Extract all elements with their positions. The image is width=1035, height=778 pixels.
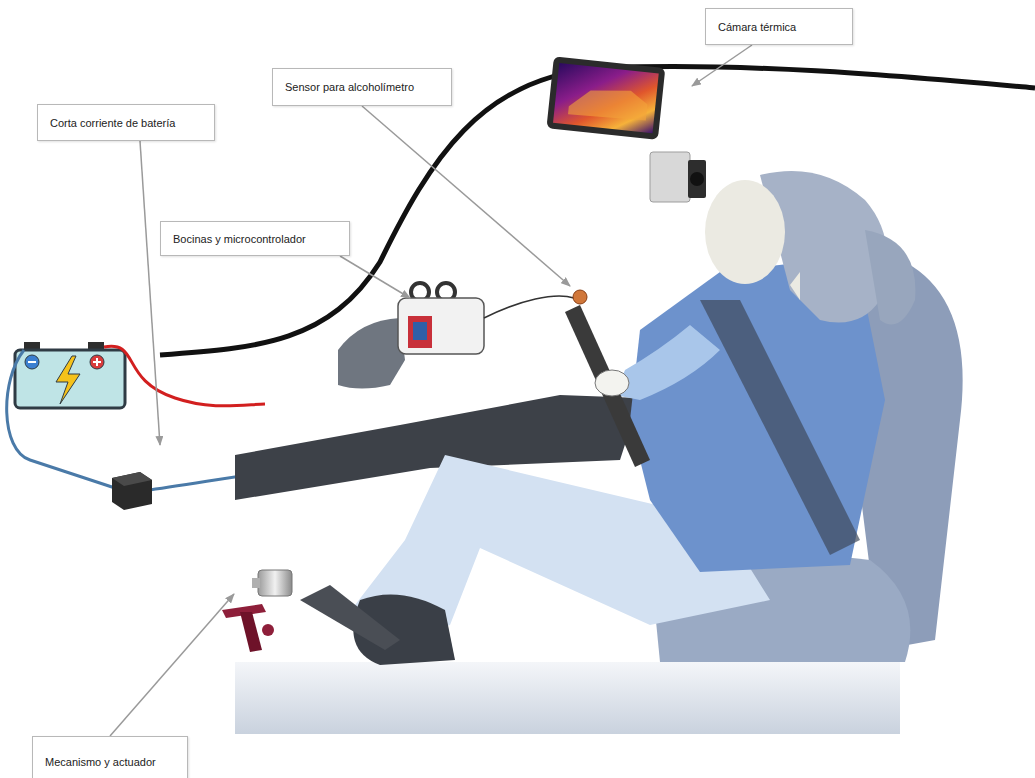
car-floor <box>235 662 900 734</box>
motor-body <box>258 570 292 596</box>
positive-wire <box>104 346 265 406</box>
lightning-bolt <box>56 356 80 404</box>
callout-box: Mecanismo y actuador <box>32 736 188 778</box>
callout-box: Cámara térmica <box>705 8 853 45</box>
relay-symbol <box>112 472 152 510</box>
thermal-image <box>553 63 659 133</box>
leader-line <box>110 594 234 736</box>
callout-text: Cámara térmica <box>718 20 796 34</box>
callout-text: Mecanismo y actuador <box>45 755 156 769</box>
callout-text: Corta corriente de batería <box>50 116 175 130</box>
battery-body <box>15 350 125 408</box>
minus-sign <box>28 361 36 363</box>
module-box <box>398 298 484 354</box>
speaker-controller-module <box>398 283 484 354</box>
callout-text: Bocinas y microcontrolador <box>173 232 306 246</box>
motor-shaft <box>252 578 260 588</box>
leader-lines <box>110 45 752 736</box>
battery-plus <box>90 355 104 369</box>
sensor-wire <box>484 296 574 318</box>
battery-symbol <box>15 342 125 408</box>
dashboard-part <box>338 318 405 389</box>
driver-face <box>705 180 785 284</box>
leader-line <box>340 256 410 298</box>
leader-line <box>692 45 752 86</box>
windshield-line <box>160 67 1035 355</box>
driver-hand <box>595 370 629 396</box>
pedal <box>300 585 400 650</box>
plus-sign <box>96 358 98 366</box>
callout-box: Sensor para alcoholímetro <box>272 68 452 106</box>
relay-body <box>112 472 152 510</box>
driver-arm <box>615 325 720 400</box>
driver-neck <box>790 272 800 300</box>
callout-box: Bocinas y microcontrolador <box>160 221 350 256</box>
leader-line <box>140 141 160 445</box>
callout-text: Sensor para alcoholímetro <box>285 80 414 94</box>
mechanism-nut <box>262 624 274 636</box>
thermal-car-shape <box>568 84 649 122</box>
camera-box <box>650 152 690 202</box>
mechanism-symbol <box>222 604 274 652</box>
alcohol-sensor <box>573 290 587 304</box>
actuator-motor <box>252 570 292 596</box>
callout-box: Corta corriente de batería <box>37 104 215 141</box>
camera-lens-glass <box>690 172 704 186</box>
thermal-camera-screen <box>546 56 665 139</box>
mechanism-screw <box>240 612 262 652</box>
battery-minus <box>25 355 39 369</box>
thermal-camera-body <box>650 152 706 202</box>
steering-wheel <box>565 305 650 467</box>
seat-belt <box>700 300 860 555</box>
microcontroller-chip <box>413 322 427 340</box>
camera-lens <box>688 160 706 198</box>
screen-frame <box>546 56 665 139</box>
relay-top <box>112 472 152 486</box>
microcontroller-board <box>408 316 432 348</box>
leader-line <box>362 106 570 286</box>
driver-ponytail <box>865 230 915 325</box>
